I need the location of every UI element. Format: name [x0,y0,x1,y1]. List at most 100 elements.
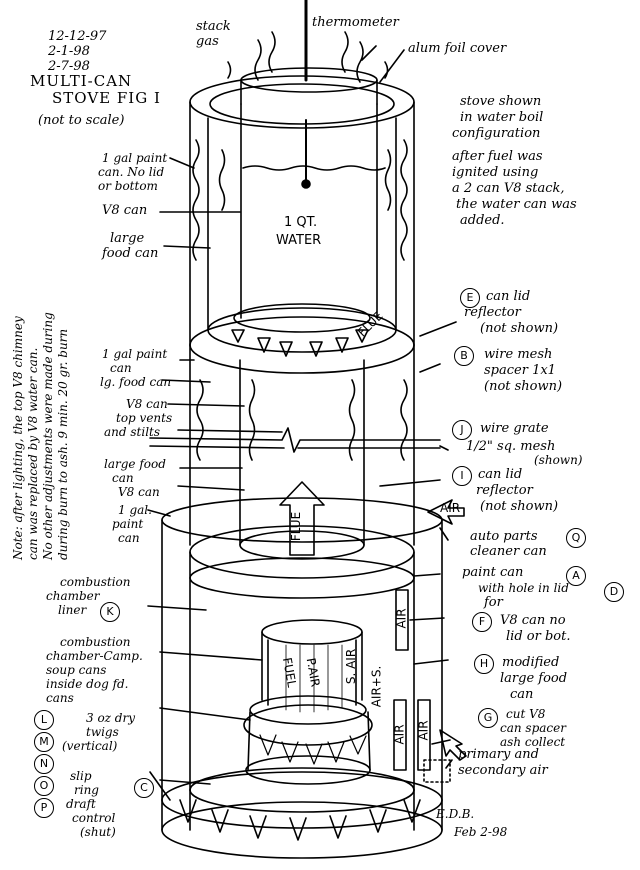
marker-p: P [34,798,54,818]
twigs-label-3: (vertical) [62,739,118,753]
q-label-1: auto parts [470,529,538,544]
j-label-3: (shown) [534,453,583,467]
slip-ring-label-3: draft [66,797,96,811]
large-food-label-1: large [110,231,145,246]
chamber-camp-label-1: combustion [60,635,131,649]
top-vents-label-2: and stilts [104,425,161,439]
air-text-3: AIR [416,720,431,741]
v8-can-label: V8 can [102,203,148,218]
large-food-label-2: food can [102,246,159,261]
a-label-2: with hole in lid [478,581,569,595]
fuel-note-2: ignited using [452,165,539,180]
marker-b: B [454,346,474,366]
b-label-3: (not shown) [484,379,563,394]
paint-can-label-3: or bottom [98,179,158,193]
primary-label-1: primary and [458,747,539,762]
air-text-1: AIR [394,608,409,629]
slip-ring-label-4: control [72,811,116,825]
date-line-1: 12-12-97 [48,29,107,44]
side-note-line-3: No other adjustments were made during [41,312,55,560]
thermometer-label: thermometer [312,15,399,30]
config-note-1: stove shown [460,94,542,109]
gal-paint-label-2: paint [112,517,144,531]
e-label-1: can lid [486,289,531,304]
marker-g: G [478,708,498,728]
f-label-2: lid or bot. [506,629,571,644]
large-food-label-2-1: large food [104,457,166,471]
marker-k: K [100,602,120,622]
h-label-1: modified [502,655,560,670]
slip-ring-label-5: (shut) [80,825,116,839]
side-note-line-1: Note: after lighting, the top V8 chimney [11,316,25,560]
g-label-1: cut V8 [506,707,546,721]
paint-can-label-1: 1 gal paint [102,151,168,165]
fuel-note-4: the water can was [456,197,577,212]
marker-i: I [452,466,472,486]
water-text-2: WATER [276,233,322,248]
e-label-3: (not shown) [480,321,559,336]
leader-lines [147,157,457,801]
primary-label-2: secondary air [458,763,548,778]
marker-o: O [34,776,54,796]
subtitle: (not to scale) [38,113,125,128]
e-label-2: reflector [464,305,521,320]
combustion-liner-label-3: liner [58,603,87,617]
lower-paint-label-1: 1 gal paint [102,347,168,361]
h-label-2: large food [500,671,568,686]
air-text-2: AIR [392,724,407,745]
a-label-1: paint can [462,565,524,580]
config-note-3: configuration [452,126,541,141]
marker-j: J [452,420,472,440]
marker-c: C [134,778,154,798]
fuel-note-5: added. [460,213,505,228]
i-label-3: (not shown) [480,499,559,514]
stack-gas-label-1: stack [196,19,231,34]
side-note: Note: after lighting, the top V8 chimney… [11,230,82,560]
marker-a: A [566,566,586,586]
signature-initials: E.D.B. [436,807,475,821]
fuel-note-3: a 2 can V8 stack, [452,181,565,196]
combustion-liner-label-1: combustion [60,575,131,589]
b-label-2: spacer 1x1 [484,363,556,378]
b-label-1: wire mesh [484,347,553,362]
i-label-1: can lid [478,467,523,482]
large-food-label-2-2: can [112,471,134,485]
marker-m: M [34,732,54,752]
g-label-2: can spacer [500,721,566,735]
v8-water-can [240,103,378,319]
chamber-camp-label-4: inside dog fd. [46,677,129,691]
chamber-camp-label-2: chamber-Camp. [46,649,143,663]
date-line-2: 2-1-98 [48,44,90,59]
combustion-outer-can [161,519,443,801]
a-label-3: for [484,595,503,610]
signature-date: Feb 2-98 [454,825,508,839]
airs-text: AIR+S. [369,665,384,708]
flue-arrow-text: FLUE [289,511,304,542]
stack-gas-waves [227,31,389,83]
j-label-2: 1/2" sq. mesh [466,439,556,454]
side-note-line-2: can was replaced by V8 water can. [26,347,40,560]
title-line-2: STOVE FIG I [52,89,161,107]
marker-d: D [604,582,624,602]
sair-text: S. AIR [344,648,359,685]
chimney-section [189,344,415,546]
marker-n: N [34,754,54,774]
v8-can-label-3: V8 can [118,485,160,499]
marker-h: H [474,654,494,674]
fuel-note-1: after fuel was [452,149,543,164]
water-text-1: 1 QT. [284,215,318,230]
q-label-2: cleaner can [470,544,547,559]
combustion-liner-label-2: chamber [46,589,100,603]
title-line-1: MULTI-CAN [30,72,133,90]
foil-label: alum foil cover [408,41,507,56]
upper-paint-can [189,101,415,346]
top-vents-label-1: top vents [116,411,173,425]
slip-ring-label-2: ring [74,783,99,797]
twigs-label-1: 3 oz dry [86,711,136,725]
h-label-3: can [510,687,534,702]
gal-paint-label-1: 1 gal. [118,503,152,517]
twigs-label-2: twigs [86,725,119,739]
v8-can-label-2: V8 can [126,397,168,411]
